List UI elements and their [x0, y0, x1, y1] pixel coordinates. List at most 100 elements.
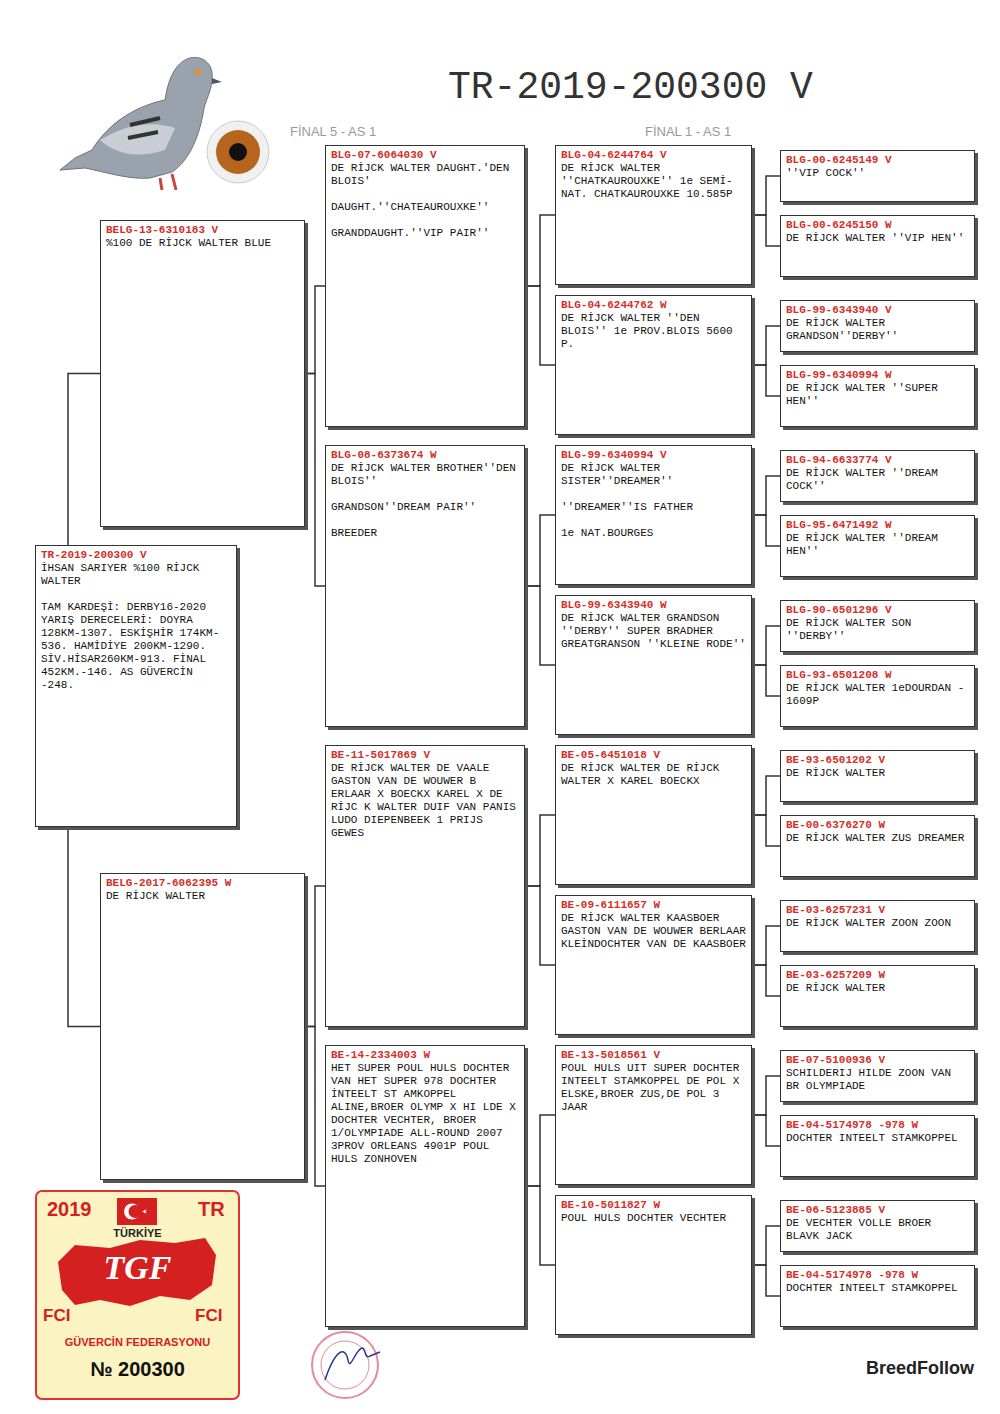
pedigree-box: BE-05-6451018 VDE RİJCK WALTER DE RİJCK … [555, 745, 752, 885]
pedigree-line [525, 286, 555, 365]
pedigree-text: DE RİJCK WALTER DAUGHT.'DEN BLOIS' [331, 162, 519, 188]
pedigree-text: DE VECHTER VOLLE BROER BLAVK JACK [786, 1217, 969, 1243]
pedigree-line [752, 365, 780, 396]
pedigree-line [525, 815, 555, 886]
pedigree-text: DE RİJCK WALTER ''VIP HEN'' [786, 232, 969, 245]
pedigree-line [752, 965, 780, 996]
pedigree-text: 1e NAT.BOURGES [561, 527, 746, 540]
pedigree-line [752, 626, 780, 665]
pedigree-text: DE RİJCK WALTER ''CHATKAUROUXKE'' 1e SEM… [561, 162, 746, 201]
pedigree-box: BE-06-5123885 VDE VECHTER VOLLE BROER BL… [780, 1200, 975, 1252]
ring-number: BE-06-5123885 V [786, 1204, 969, 1217]
pedigree-line [752, 1226, 780, 1265]
ring-number: BE-00-6376270 W [786, 819, 969, 832]
pedigree-text: TAM KARDEŞİ: DERBY16-2020 YARIŞ DERECELE… [41, 601, 231, 692]
sticker-text: GÜVERCİN FEDERASYONU [35, 1336, 240, 1349]
pedigree-text: BREEDER [331, 527, 519, 540]
ring-number: BLG-99-6343940 V [786, 304, 969, 317]
pedigree-box: BE-13-5018561 VPOUL HULS UIT SUPER DOCHT… [555, 1045, 752, 1185]
ring-number: BE-07-5100936 V [786, 1054, 969, 1067]
ring-number: BLG-99-6340994 W [786, 369, 969, 382]
sticker-text: № 200300 [35, 1358, 240, 1381]
pedigree-line [305, 374, 325, 587]
pedigree-box: BLG-99-6343940 WDE RİJCK WALTER GRANDSON… [555, 595, 752, 735]
pedigree-line [752, 515, 780, 546]
sticker-text: TR [198, 1198, 225, 1221]
pedigree-text: DE RİJCK WALTER KAASBOER GASTON VAN DE W… [561, 912, 746, 951]
pedigree-text: ''VIP COCK'' [786, 167, 969, 180]
pedigree-text: DE RİJCK WALTER 1eDOURDAN - 1609P [786, 682, 969, 708]
sticker-text: 2019 [47, 1198, 92, 1221]
pedigree-line [305, 286, 325, 374]
ring-number: BLG-04-6244764 V [561, 149, 746, 162]
pedigree-line [752, 665, 780, 696]
pedigree-box: BE-04-5174978 -978 WDOCHTER INTEELT STAM… [780, 1265, 975, 1327]
ring-number: BLG-99-6343940 W [561, 599, 746, 612]
pedigree-text: DE RİJCK WALTER [786, 767, 969, 780]
ring-number: BE-10-5011827 W [561, 1199, 746, 1212]
watermark-text: FİNAL 1 - AS 1 [645, 124, 731, 139]
ring-number: BLG-90-6501296 V [786, 604, 969, 617]
ring-number: BLG-94-6633774 V [786, 454, 969, 467]
pedigree-line [525, 886, 555, 965]
pedigree-line [525, 586, 555, 665]
pedigree-line [752, 215, 780, 246]
ring-number: BLG-07-6064030 V [331, 149, 519, 162]
pedigree-box: BLG-04-6244762 WDE RİJCK WALTER ''DEN BL… [555, 295, 752, 435]
ring-number: BE-03-6257209 W [786, 969, 969, 982]
pedigree-box: TR-2019-200300 VİHSAN SARIYER %100 RİJCK… [35, 545, 237, 827]
pedigree-text: DOCHTER INTEELT STAMKOPPEL [786, 1132, 969, 1145]
federation-sticker-graphic [36, 1191, 239, 1399]
pedigree-box: BE-03-6257231 VDE RİJCK WALTER ZOON ZOON [780, 900, 975, 952]
pedigree-line [752, 926, 780, 965]
sticker-text: FCI [195, 1306, 222, 1326]
ring-number: BLG-93-6501208 W [786, 669, 969, 682]
pedigree-line [525, 215, 555, 286]
pedigree-text: DE RİJCK WALTER ''SUPER HEN'' [786, 382, 969, 408]
pedigree-box: BLG-04-6244764 VDE RİJCK WALTER ''CHATKA… [555, 145, 752, 285]
pedigree-text: DE RİJCK WALTER ''DREAM HEN'' [786, 532, 969, 558]
pedigree-text: POUL HULS DOCHTER VECHTER [561, 1212, 746, 1225]
sticker-text: FCI [43, 1306, 70, 1326]
pedigree-line [752, 1265, 780, 1296]
pedigree-text: DE RİJCK WALTER GRANDSON ''DERBY'' SUPER… [561, 612, 746, 651]
pedigree-line [752, 776, 780, 815]
pedigree-text: DE RİJCK WALTER ZUS DREAMER [786, 832, 969, 845]
pigeon-illustration [60, 58, 269, 190]
pedigree-box: BLG-08-6373674 WDE RİJCK WALTER BROTHER'… [325, 445, 525, 727]
pedigree-box: BLG-00-6245149 V''VIP COCK'' [780, 150, 975, 202]
pedigree-box: BE-03-6257209 WDE RİJCK WALTER [780, 965, 975, 1027]
pedigree-text: DE RİJCK WALTER GRANDSON''DERBY'' [786, 317, 969, 343]
pedigree-line [752, 326, 780, 365]
ring-number: BLG-08-6373674 W [331, 449, 519, 462]
pedigree-box: BLG-99-6343940 VDE RİJCK WALTER GRANDSON… [780, 300, 975, 352]
pedigree-box: BE-04-5174978 -978 WDOCHTER INTEELT STAM… [780, 1115, 975, 1177]
pedigree-box: BE-11-5017869 VDE RİJCK WALTER DE VAALE … [325, 745, 525, 1027]
pedigree-text: ''DREAMER''IS FATHER [561, 501, 746, 514]
pedigree-text: DE RİJCK WALTER DE VAALE GASTON VAN DE W… [331, 762, 519, 840]
pedigree-box: BE-10-5011827 WPOUL HULS DOCHTER VECHTER [555, 1195, 752, 1335]
ring-number: TR-2019-200300 V [41, 549, 231, 562]
pedigree-box: BLG-93-6501208 WDE RİJCK WALTER 1eDOURDA… [780, 665, 975, 727]
pedigree-text: POUL HULS UIT SUPER DOCHTER INTEELT STAM… [561, 1062, 746, 1114]
pedigree-line [525, 1115, 555, 1186]
ring-number: BLG-00-6245150 W [786, 219, 969, 232]
pedigree-box: BLG-95-6471492 WDE RİJCK WALTER ''DREAM … [780, 515, 975, 577]
pedigree-text: İHSAN SARIYER %100 RİJCK WALTER [41, 562, 231, 588]
ring-number: BE-11-5017869 V [331, 749, 519, 762]
brand-label: BreedFollow [866, 1358, 974, 1379]
federation-sticker: 2019TRTÜRKİYETGFFCIFCIGÜVERCİN FEDERASYO… [35, 1190, 240, 1400]
pedigree-box: BELG-2017-6062395 WDE RİJCK WALTER [100, 873, 305, 1180]
pedigree-text: %100 DE RİJCK WALTER BLUE [106, 237, 299, 250]
pedigree-box: BE-00-6376270 WDE RİJCK WALTER ZUS DREAM… [780, 815, 975, 877]
pedigree-box: BLG-00-6245150 WDE RİJCK WALTER ''VIP HE… [780, 215, 975, 277]
ring-number: BE-13-5018561 V [561, 1049, 746, 1062]
ring-number: BE-05-6451018 V [561, 749, 746, 762]
ring-number: BE-93-6501202 V [786, 754, 969, 767]
pedigree-line [68, 827, 100, 1027]
sticker-text: TGF [35, 1248, 240, 1287]
pedigree-text: HET SUPER POUL HULS DOCHTER VAN HET SUPE… [331, 1062, 519, 1166]
ring-number: BLG-04-6244762 W [561, 299, 746, 312]
